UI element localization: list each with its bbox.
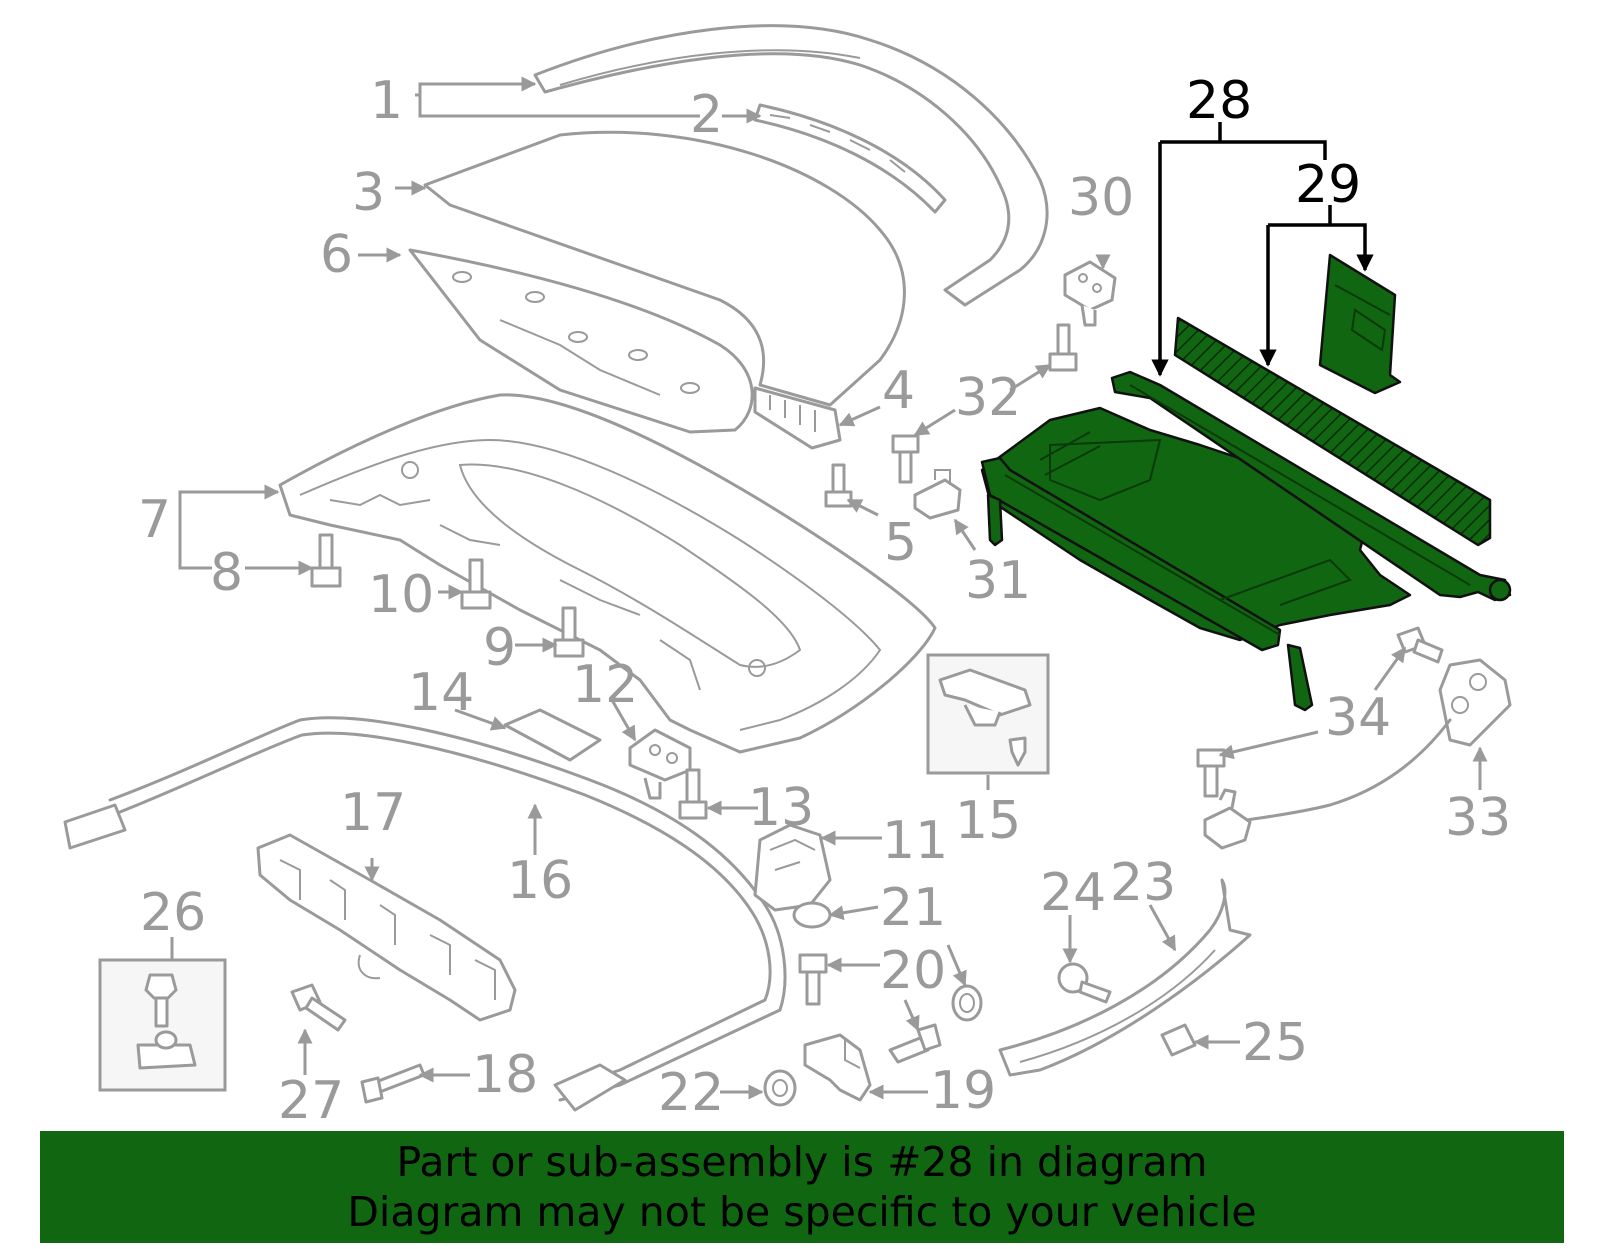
callout-16: 16 (507, 851, 573, 911)
callout-21: 21 (880, 878, 946, 938)
banner-line-disclaimer: Diagram may not be specific to your vehi… (347, 1188, 1257, 1236)
callout-23: 23 (1110, 853, 1176, 913)
callout-5: 5 (884, 513, 917, 573)
callout-11: 11 (882, 811, 948, 871)
part-1-trim-strip (533, 24, 1049, 307)
callout-26: 26 (140, 883, 206, 943)
callout-8: 8 (210, 543, 243, 603)
callout-18: 18 (472, 1045, 538, 1105)
banner-line-part: Part or sub-assembly is #28 in diagram (396, 1138, 1208, 1186)
part-17-bracket-assembly (256, 833, 517, 1022)
callout-9: 9 (483, 618, 516, 678)
part-12-bracket (628, 728, 692, 800)
part-28-tray-assembly (980, 370, 1512, 712)
callout-29: 29 (1295, 155, 1361, 215)
part-24-bolt (1057, 962, 1112, 1004)
callout-10: 10 (368, 565, 434, 625)
part-29-strip-and-pad (1173, 253, 1492, 547)
part-31-clip (913, 469, 962, 520)
part-21-cap (792, 901, 832, 929)
part-13-bolt (678, 768, 708, 820)
part-16-seal-arc (63, 716, 787, 1112)
callout-14: 14 (408, 663, 474, 723)
info-banner: Part or sub-assembly is #28 in diagram D… (40, 1131, 1564, 1243)
part-8-bolt (310, 533, 342, 588)
part-19-bracket (803, 1033, 872, 1102)
callout-4: 4 (882, 361, 915, 421)
callout-3: 3 (352, 163, 385, 223)
callout-labels: 1 2 3 4 5 6 7 8 9 10 11 12 13 14 15 16 1… (138, 71, 1511, 1131)
callout-28: 28 (1186, 71, 1252, 131)
part-6-inner-lining (408, 248, 754, 434)
callout-32: 32 (955, 368, 1021, 428)
callout-1: 1 (370, 71, 403, 131)
fastener-group (290, 260, 1444, 1107)
part-20-bolt (798, 953, 828, 1006)
part-33-actuator (1203, 658, 1512, 850)
callout-33: 33 (1445, 788, 1511, 848)
callout-7: 7 (138, 490, 171, 550)
callout-25: 25 (1242, 1013, 1308, 1073)
callout-19: 19 (930, 1061, 996, 1121)
part-14-pad (503, 708, 602, 762)
part-32-bolt (891, 434, 920, 484)
part-26-kit-box (98, 958, 227, 1092)
part-11-latch-block (753, 823, 832, 912)
callout-12: 12 (572, 655, 638, 715)
part-18-bolt (360, 1063, 426, 1104)
part-34-bolt (1396, 626, 1444, 664)
callout-20: 20 (880, 941, 946, 1001)
part-10-bolt (460, 558, 492, 610)
part-22-nut (763, 1069, 797, 1107)
callout-30: 30 (1068, 168, 1134, 228)
part-27-bolt (290, 983, 347, 1032)
callout-2: 2 (690, 85, 723, 145)
leader-lines (170, 76, 1488, 1100)
part-23-trim-strip (998, 878, 1252, 1077)
part-3-top-panel (423, 130, 906, 407)
part-34-lower-bolt (1196, 748, 1226, 798)
callout-34: 34 (1325, 688, 1391, 748)
part-4-clip (753, 386, 842, 450)
callout-13: 13 (748, 778, 814, 838)
callout-17: 17 (340, 783, 406, 843)
part-32-upper-bolt (1048, 323, 1078, 372)
part-21-grommet (951, 984, 983, 1022)
callout-22: 22 (658, 1063, 724, 1123)
part-5-bolt (824, 463, 853, 508)
callout-15: 15 (955, 791, 1021, 851)
part-15-kit-box (926, 653, 1050, 775)
part-25-clip (1160, 1023, 1197, 1057)
callout-24: 24 (1040, 863, 1106, 923)
callout-27: 27 (278, 1071, 344, 1131)
part-7-frame-panel (278, 393, 937, 754)
part-9-bolt (553, 606, 585, 658)
leader-lines-highlighted (1151, 122, 1374, 377)
callout-6: 6 (320, 225, 353, 285)
part-30-bracket (1063, 260, 1117, 327)
callout-31: 31 (965, 551, 1031, 611)
part-20-small-bolt (888, 1023, 942, 1064)
part-2-seal-strip (753, 103, 947, 214)
